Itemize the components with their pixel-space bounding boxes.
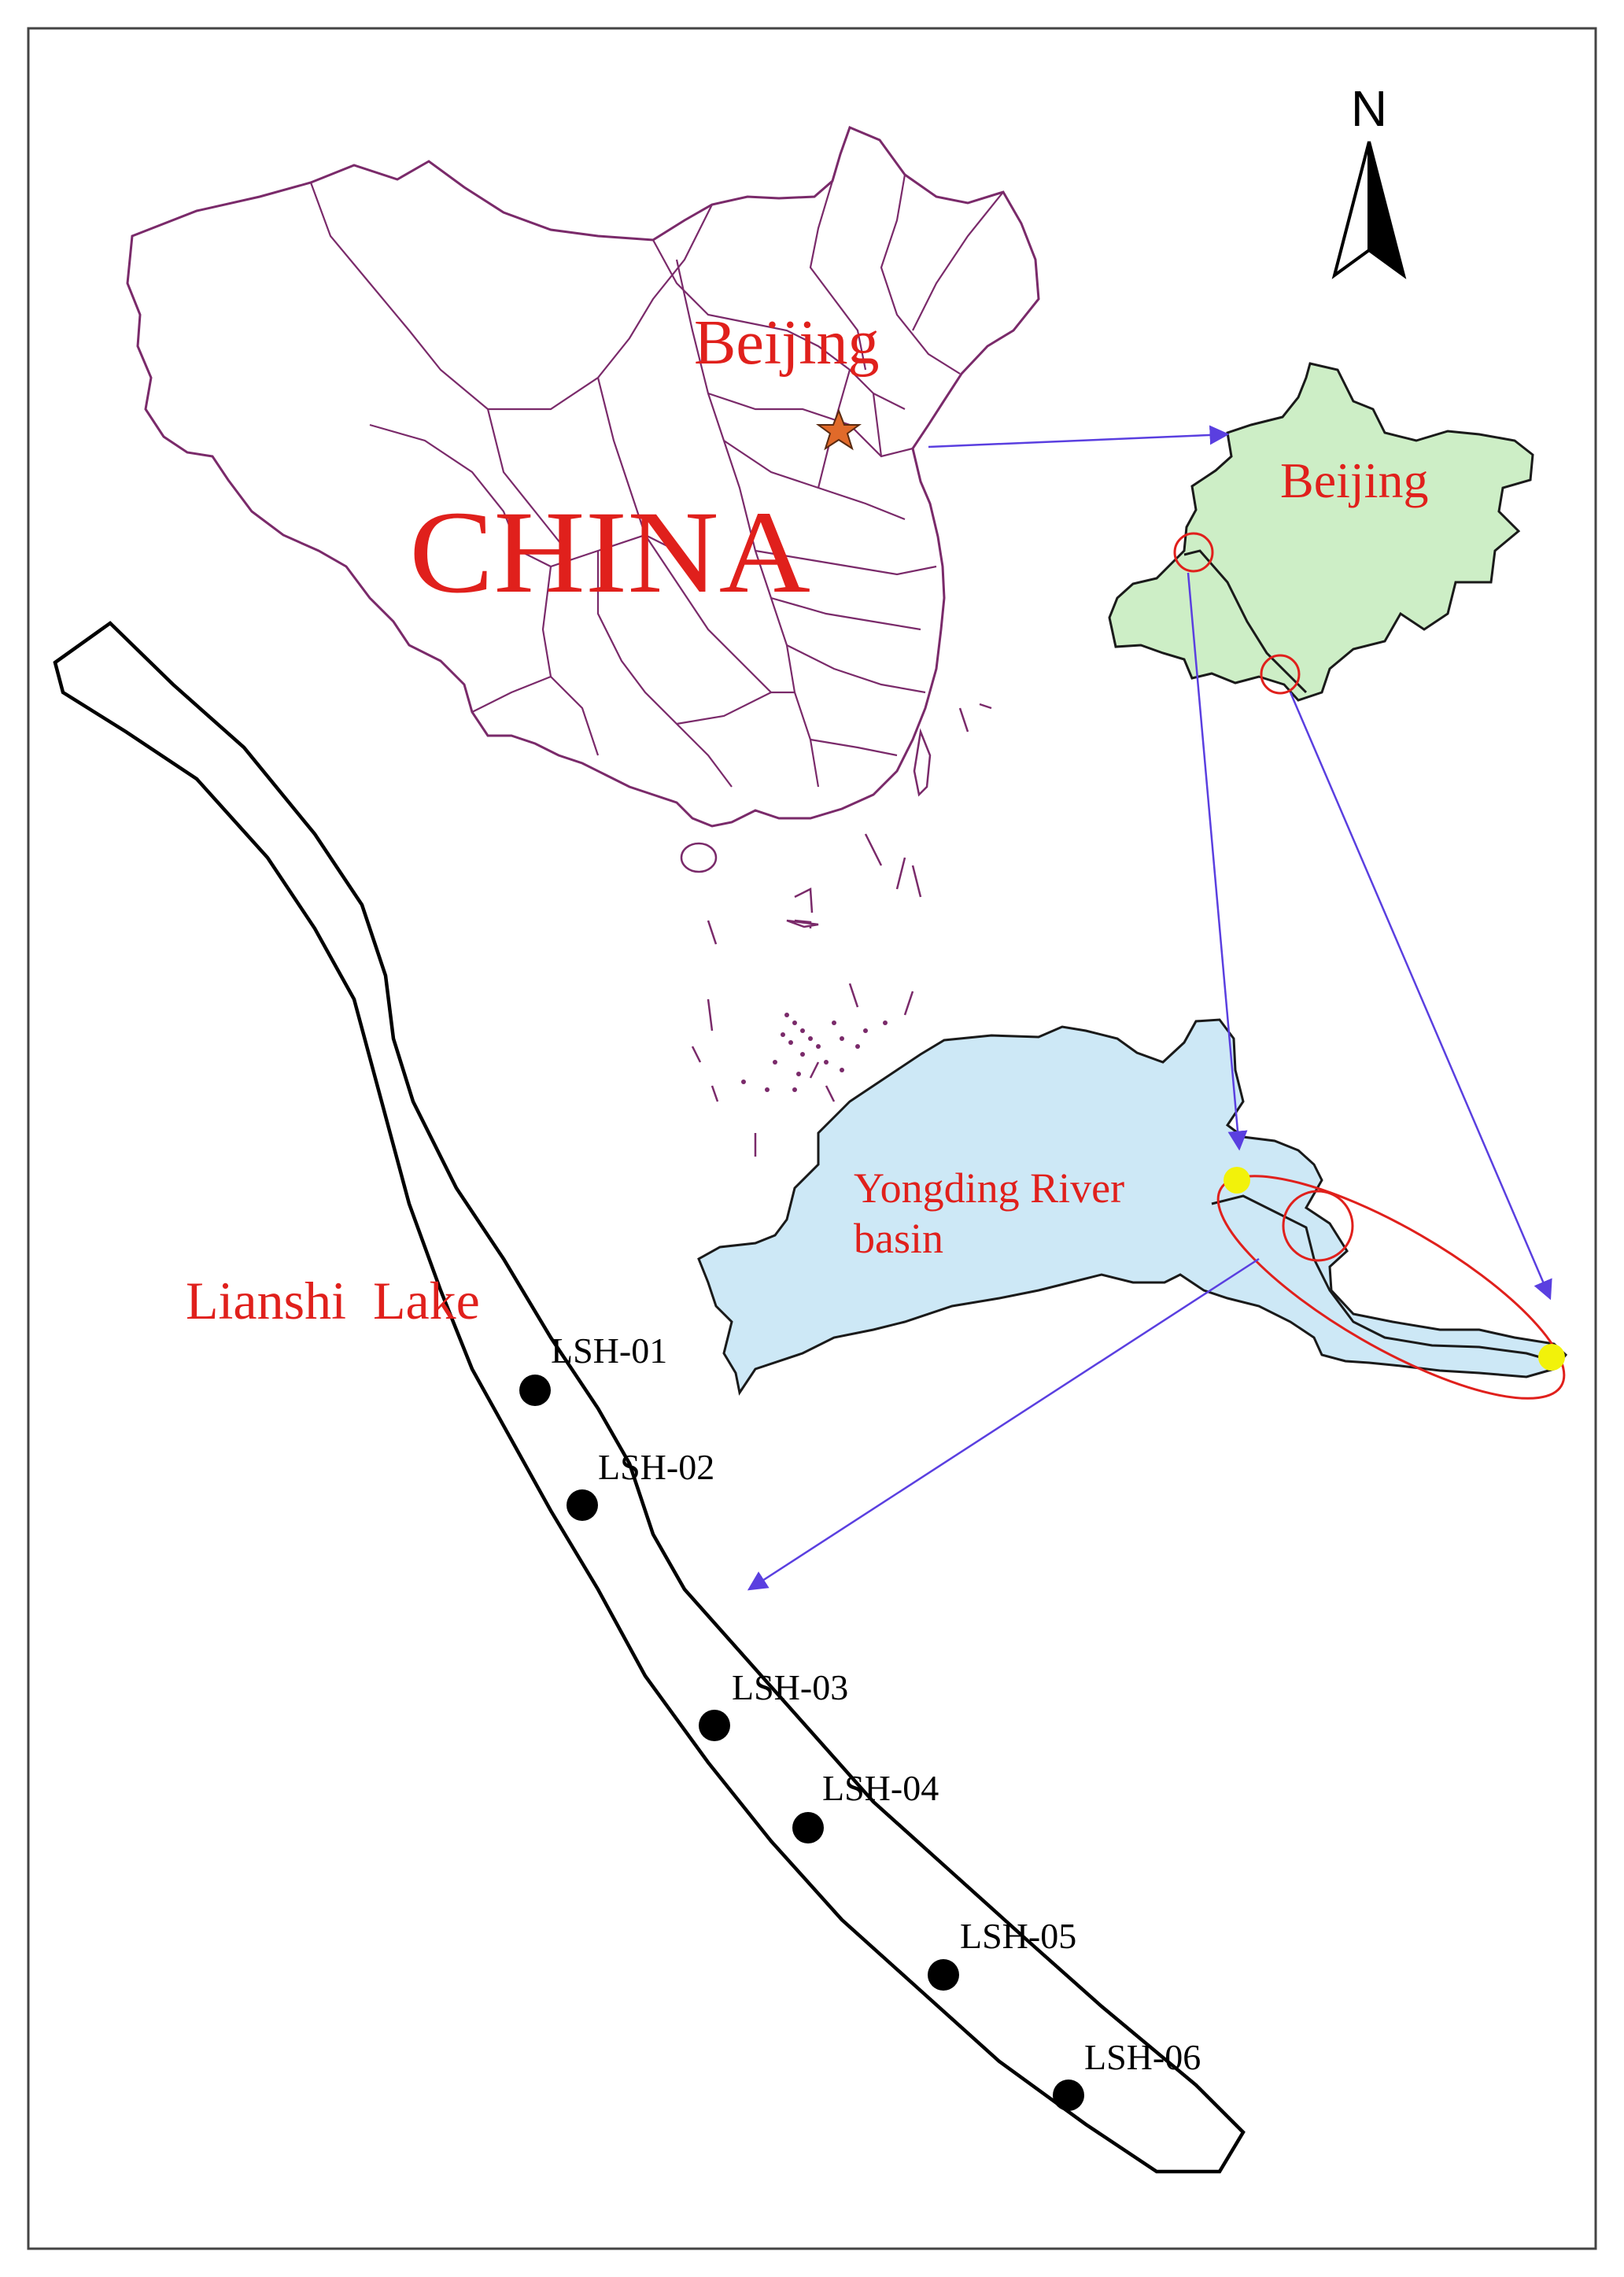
- arrow-basin-to-lake: [747, 1257, 1260, 1591]
- site-label-lsh-04: LSH-04: [822, 1768, 939, 1808]
- beijing-star-icon: [815, 408, 862, 451]
- north-label: N: [1351, 80, 1387, 137]
- province-borders: [309, 174, 1004, 788]
- basin-reservoir-marker: [1282, 1190, 1354, 1262]
- site-dot-lsh-02: [567, 1489, 598, 1521]
- north-arrow-icon: [1331, 141, 1407, 279]
- site-dot-lsh-05: [928, 1959, 959, 1991]
- china-outline: [126, 125, 1040, 828]
- china-label: CHINA: [409, 487, 810, 618]
- yellow-point-upper: [1224, 1167, 1250, 1194]
- site-label-lsh-03: LSH-03: [732, 1667, 848, 1707]
- beijing-lower-marker: [1260, 654, 1301, 695]
- site-label-lsh-02: LSH-02: [598, 1447, 714, 1487]
- basin-label-line2: basin: [854, 1215, 943, 1262]
- beijing-inset: [1108, 362, 1534, 702]
- beijing-label-china: Beijing: [694, 308, 880, 378]
- beijing-outline: [1108, 362, 1534, 702]
- figure-border: [27, 27, 1597, 2250]
- arrow-china-to-beijing: [928, 425, 1230, 448]
- beijing-river-line: [1183, 549, 1308, 694]
- lake-label: Lianshi Lake: [186, 1271, 480, 1330]
- site-dot-lsh-06: [1053, 2080, 1084, 2111]
- site-label-lsh-05: LSH-05: [960, 1916, 1076, 1956]
- connector-arrows: [747, 425, 1552, 1591]
- coastal-islands: [680, 703, 992, 1157]
- sampling-sites: LSH-01 LSH-02 LSH-03 LSH-04 LSH-05 LSH-0…: [519, 1330, 1201, 2111]
- arrow-beijing-upper-to-basin: [1187, 572, 1248, 1151]
- basin-outline: [697, 1018, 1568, 1396]
- site-label-lsh-06: LSH-06: [1084, 2037, 1201, 2077]
- beijing-label-inset: Beijing: [1280, 452, 1428, 508]
- china-map: [126, 125, 1040, 1157]
- site-dot-lsh-04: [792, 1812, 824, 1843]
- arrow-beijing-lower-to-basin: [1289, 692, 1552, 1301]
- basin-label-line1: Yongding River: [854, 1164, 1124, 1212]
- lianshi-lake-outline: [53, 621, 1246, 2174]
- basin-river-line: [1211, 1194, 1555, 1363]
- south-sea-dots: [741, 1013, 888, 1092]
- site-dot-lsh-03: [699, 1710, 730, 1741]
- site-label-lsh-01: LSH-01: [551, 1330, 667, 1371]
- beijing-upper-marker: [1173, 532, 1214, 573]
- site-dot-lsh-01: [519, 1375, 551, 1406]
- yellow-point-lower: [1538, 1344, 1565, 1371]
- basin-inset: [697, 1018, 1568, 1400]
- basin-focus-ellipse: [1216, 1175, 1566, 1400]
